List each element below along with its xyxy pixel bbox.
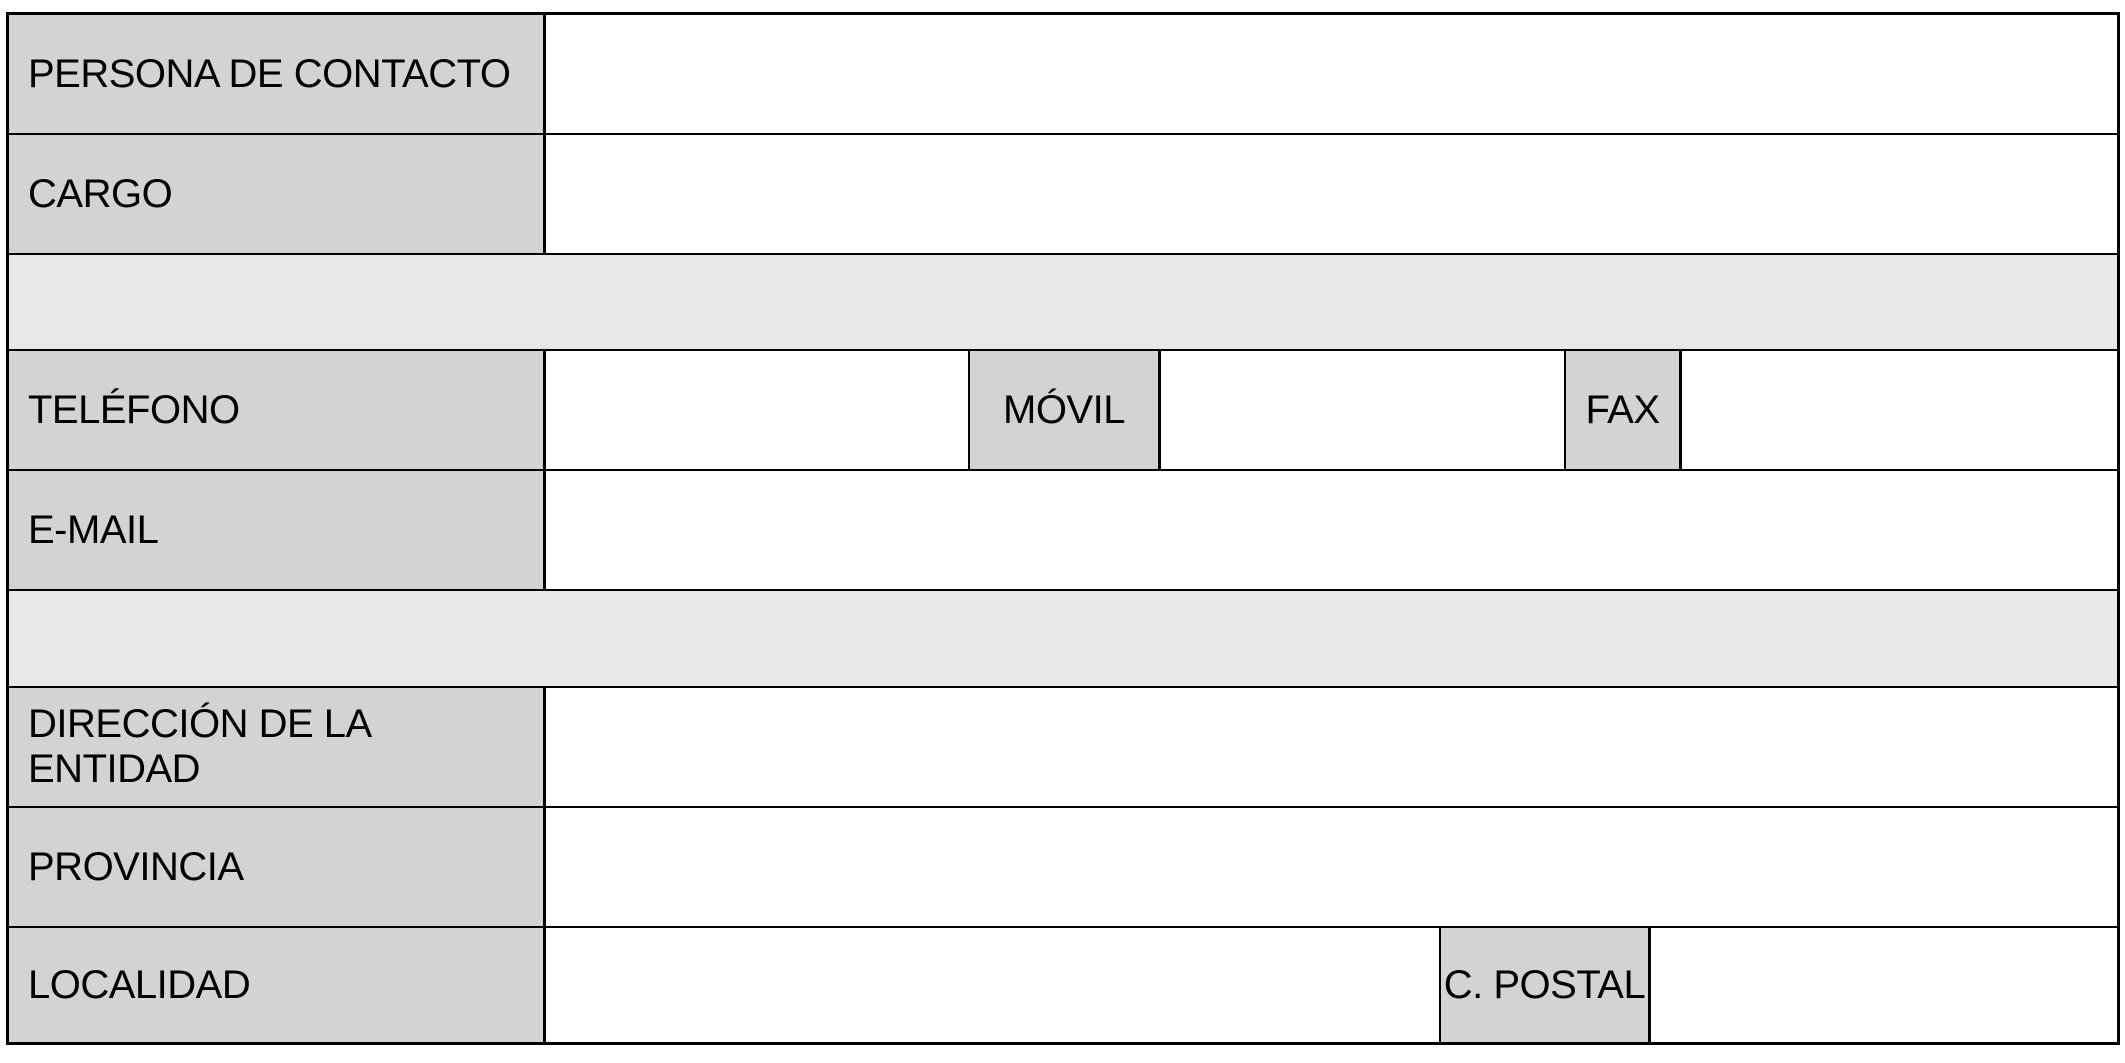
email-input[interactable] xyxy=(546,471,2117,589)
mobile-label: MÓVIL xyxy=(968,351,1161,469)
address-input[interactable] xyxy=(546,688,2117,806)
address-field[interactable] xyxy=(546,688,2117,806)
fax-field[interactable] xyxy=(1682,351,2117,469)
separator xyxy=(9,255,2117,349)
email-label: E-MAIL xyxy=(9,471,546,589)
postal-code-label: C. POSTAL xyxy=(1439,928,1651,1042)
row-province: PROVINCIA xyxy=(9,808,2117,928)
separator-row xyxy=(9,591,2117,688)
row-phones: TELÉFONO MÓVIL FAX xyxy=(9,351,2117,471)
fax-input[interactable] xyxy=(1682,351,2117,469)
position-input[interactable] xyxy=(546,135,2117,253)
contact-person-label: PERSONA DE CONTACTO xyxy=(9,15,546,133)
phone-field[interactable] xyxy=(546,351,968,469)
row-contact-person: PERSONA DE CONTACTO xyxy=(9,15,2117,135)
mobile-input[interactable] xyxy=(1161,351,1564,469)
locality-input[interactable] xyxy=(546,928,1439,1042)
row-address: DIRECCIÓN DE LA ENTIDAD xyxy=(9,688,2117,808)
province-label: PROVINCIA xyxy=(9,808,546,926)
phone-label: TELÉFONO xyxy=(9,351,546,469)
row-locality: LOCALIDAD C. POSTAL xyxy=(9,928,2117,1042)
mobile-field[interactable] xyxy=(1161,351,1564,469)
contact-form: PERSONA DE CONTACTO CARGO TELÉFONO MÓVIL… xyxy=(6,12,2120,1045)
row-email: E-MAIL xyxy=(9,471,2117,591)
postal-code-field[interactable] xyxy=(1651,928,2117,1042)
province-field[interactable] xyxy=(546,808,2117,926)
separator xyxy=(9,591,2117,686)
contact-person-field[interactable] xyxy=(546,15,2117,133)
row-position: CARGO xyxy=(9,135,2117,255)
address-label: DIRECCIÓN DE LA ENTIDAD xyxy=(9,688,546,806)
province-input[interactable] xyxy=(546,808,2117,926)
separator-row xyxy=(9,255,2117,351)
fax-label: FAX xyxy=(1564,351,1682,469)
email-field[interactable] xyxy=(546,471,2117,589)
position-field[interactable] xyxy=(546,135,2117,253)
locality-label: LOCALIDAD xyxy=(9,928,546,1042)
phone-input[interactable] xyxy=(546,351,968,469)
postal-code-input[interactable] xyxy=(1651,928,2117,1042)
position-label: CARGO xyxy=(9,135,546,253)
locality-field[interactable] xyxy=(546,928,1439,1042)
contact-person-input[interactable] xyxy=(546,15,2117,133)
